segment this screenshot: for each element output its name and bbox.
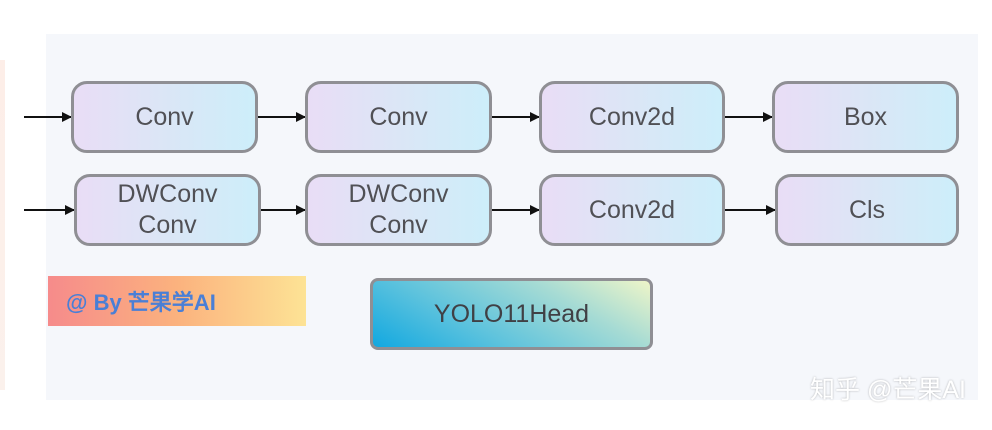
node-row2-cls: Cls xyxy=(775,174,959,246)
head-label: YOLO11Head xyxy=(433,299,590,328)
node-label: Conv xyxy=(369,102,428,131)
node-label: DWConv Conv xyxy=(348,180,449,239)
node-label: Conv2d xyxy=(588,102,676,131)
node-label: Cls xyxy=(848,195,886,224)
node-label: Box xyxy=(843,102,888,131)
node-row1-conv2d: Conv2d xyxy=(539,81,725,153)
node-row2-conv2d: Conv2d xyxy=(539,174,725,246)
node-row2-dwconv-1: DWConv Conv xyxy=(74,174,261,246)
author-badge: @ By 芒果学AI xyxy=(48,276,306,326)
node-row1-conv-2: Conv xyxy=(305,81,492,153)
node-label: Conv xyxy=(135,102,194,131)
node-label: DWConv Conv xyxy=(117,180,218,239)
author-badge-text: @ By 芒果学AI xyxy=(66,290,216,315)
left-edge-strip xyxy=(0,60,5,390)
node-row2-dwconv-2: DWConv Conv xyxy=(305,174,492,246)
node-row1-conv-1: Conv xyxy=(71,81,258,153)
watermark: 知乎 @芒果AI xyxy=(810,376,966,404)
node-row1-box: Box xyxy=(772,81,959,153)
node-label: Conv2d xyxy=(588,195,676,224)
yolo11-head-box: YOLO11Head xyxy=(370,278,653,350)
